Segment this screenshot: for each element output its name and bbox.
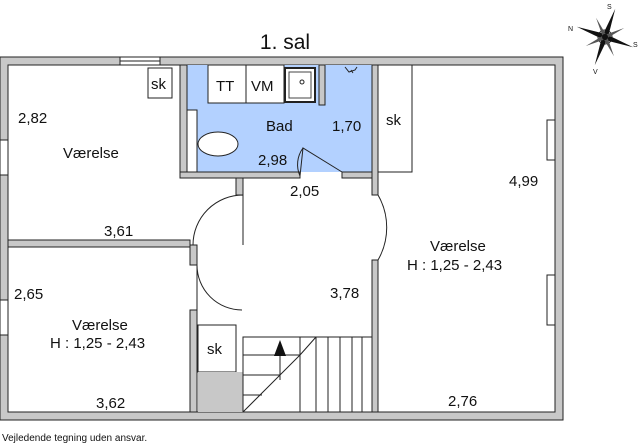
void-below-closet [198,372,243,412]
wall-left-rooms [7,239,191,248]
window-right-2 [546,274,556,326]
closet-label-top-left: sk [151,76,167,93]
toilet-icon [197,131,239,157]
wall-hall-left-a [235,177,244,196]
dim-right-height: 4,99 [509,173,538,190]
window-right-1 [546,119,556,161]
fixture-label-vm: VM [251,78,274,95]
shower-icon [344,66,358,74]
door-bathroom[interactable] [297,147,343,177]
fixture-label-tt: TT [216,78,234,95]
height-note-right: H : 1,25 - 2,43 [407,257,502,274]
stair-arrow-icon [274,340,286,356]
closet-bottom [197,324,237,373]
wall-hall-left-c [189,309,198,413]
compass-label-bottom: V [593,69,598,76]
staircase [242,336,373,413]
page-title: 1. sal [260,31,310,54]
window-left-1 [0,139,9,176]
dim-hall-width: 2,05 [290,183,319,200]
dim-hall-height: 3,78 [330,285,359,302]
door-top-left-room[interactable] [192,194,244,246]
closet-top-left [147,67,173,99]
wall-hall-left-b [189,244,198,266]
dim-bathroom-width: 2,98 [258,152,287,169]
dim-bottom-left-height: 2,65 [14,286,43,303]
closet-label-right: sk [386,112,402,129]
wall-bath-left [179,64,188,179]
closet-right [377,64,413,173]
toilet-tank [186,109,198,173]
closet-label-bottom: sk [207,341,223,358]
door-bottom-left-room[interactable] [196,264,243,311]
room-label-top-left: Værelse [63,145,119,162]
compass-label-left: N [568,26,573,33]
compass-label-right: S [633,42,638,49]
room-label-bottom-left: Værelse [72,317,128,334]
compass-label-top: S [607,4,612,11]
wall-hall-right-b [371,259,379,413]
fixture-vm [245,64,285,104]
window-left-2 [0,299,9,336]
dim-top-left-width: 3,61 [104,223,133,240]
dim-right-width: 2,76 [448,393,477,410]
disclaimer: Vejledende tegning uden ansvar. [2,433,147,444]
dim-bathroom-height: 1,70 [332,118,361,135]
compass-icon [576,8,634,66]
wall-bath-inner [318,64,326,106]
height-note-bottom-left: H : 1,25 - 2,43 [50,335,145,352]
room-label-bathroom: Bad [266,118,293,135]
room-label-right: Værelse [430,238,486,255]
door-right-room[interactable] [377,194,388,261]
wall-bath-bottom-a [179,171,301,179]
fixture-tt [207,64,247,104]
dim-bottom-left-width: 3,62 [96,395,125,412]
wall-hall-right-a [371,64,379,196]
dim-top-left-height: 2,82 [18,110,47,127]
